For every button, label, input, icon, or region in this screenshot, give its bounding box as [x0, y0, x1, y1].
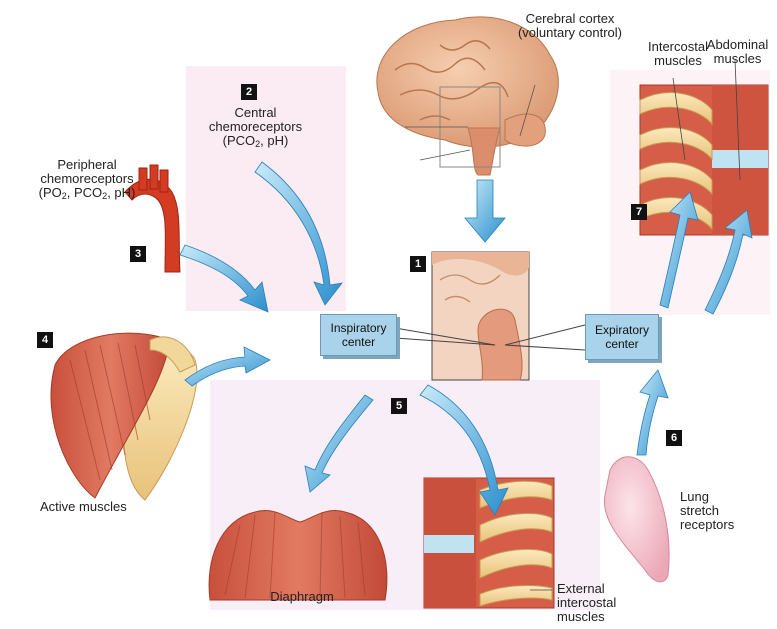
external-label-line2: intercostal — [557, 596, 657, 610]
peripheral-label-line2: chemoreceptors — [22, 172, 152, 186]
inspiratory-label-line2: center — [342, 335, 375, 349]
diaphragm-label: Diaphragm — [252, 590, 352, 604]
inspiratory-label-line1: Inspiratory — [330, 321, 386, 335]
central-label-line3: (PCO2, pH) — [188, 134, 323, 148]
brain-illustration — [377, 17, 559, 175]
central-label-line1: Central — [188, 106, 323, 120]
cortex-label-line1: Cerebral cortex — [495, 12, 645, 26]
external-label-line1: External — [557, 582, 657, 596]
central-label-line2: chemoreceptors — [188, 120, 323, 134]
expiratory-center-box: Expiratory center — [585, 314, 659, 360]
step-badge-4: 4 — [37, 332, 53, 348]
arrow-lung-to-expiratory — [637, 370, 668, 455]
abdominal-label-line1: Abdominal — [700, 38, 775, 52]
lung-label-line2: stretch — [680, 504, 760, 518]
step-badge-2: 2 — [241, 84, 257, 100]
peripheral-chemoreceptors-label: Peripheral chemoreceptors (PO2, PCO2, pH… — [22, 158, 152, 200]
step-badge-7: 7 — [631, 204, 647, 220]
arrow-cortex-to-brainstem — [465, 180, 505, 242]
lung-label-line3: receptors — [680, 518, 760, 532]
abdominal-label-line2: muscles — [700, 52, 775, 66]
inspiratory-center-box: Inspiratory center — [320, 314, 397, 356]
external-intercostal-label: External intercostal muscles — [557, 582, 657, 624]
peripheral-label-line3: (PO2, PCO2, pH) — [22, 186, 152, 200]
lung-illustration — [604, 457, 669, 582]
expiratory-label-line1: Expiratory — [595, 323, 649, 337]
external-label-line3: muscles — [557, 610, 657, 624]
peripheral-label-line1: Peripheral — [22, 158, 152, 172]
intercostal-abdominal-illustration — [640, 60, 768, 235]
active-muscles-label: Active muscles — [40, 500, 170, 514]
step-badge-3: 3 — [130, 246, 146, 262]
step-badge-5: 5 — [391, 398, 407, 414]
step-badge-6: 6 — [666, 430, 682, 446]
abdominal-muscles-label: Abdominal muscles — [700, 38, 775, 66]
central-chemoreceptors-label: Central chemoreceptors (PCO2, pH) — [188, 106, 323, 148]
cortex-label: Cerebral cortex (voluntary control) — [495, 12, 645, 40]
step-badge-1: 1 — [410, 256, 426, 272]
expiratory-label-line2: center — [605, 337, 638, 351]
brainstem-inset — [432, 252, 529, 380]
lung-stretch-receptors-label: Lung stretch receptors — [680, 490, 760, 532]
shoulder-muscle-illustration — [51, 333, 197, 500]
diaphragm-illustration — [209, 511, 387, 600]
lung-label-line1: Lung — [680, 490, 760, 504]
cortex-label-line2: (voluntary control) — [495, 26, 645, 40]
